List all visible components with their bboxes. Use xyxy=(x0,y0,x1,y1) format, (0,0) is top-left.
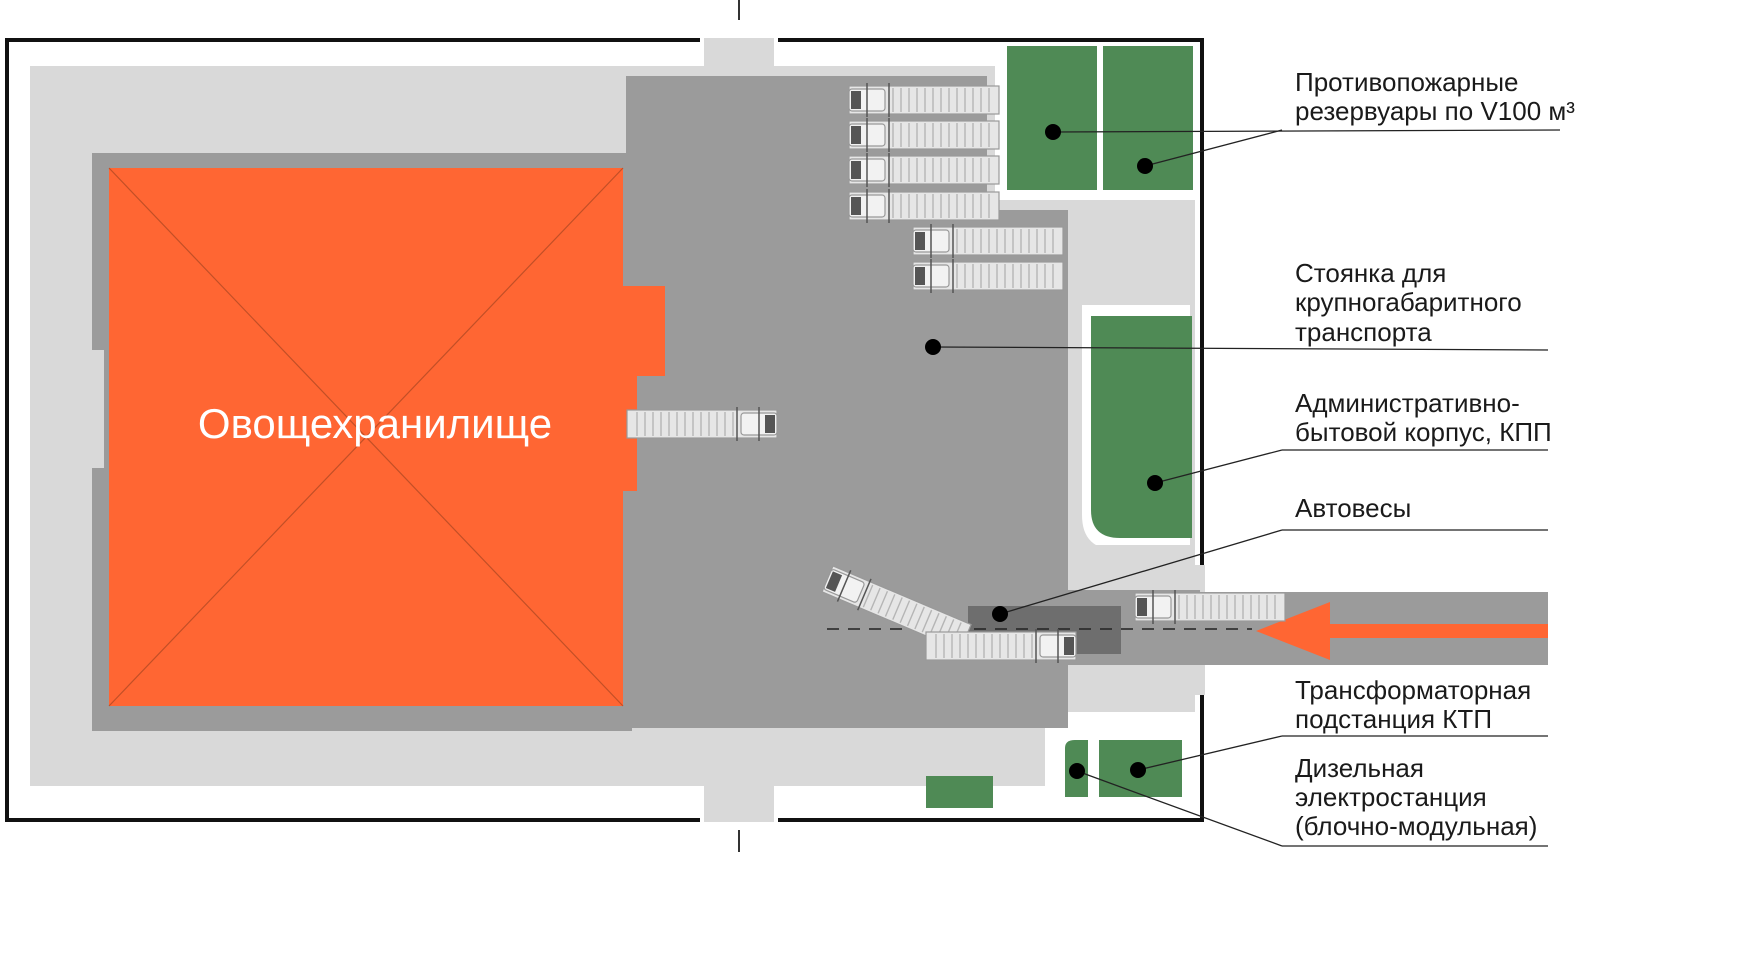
arrow-left-icon xyxy=(1256,602,1548,660)
svg-text:бытовой корпус, КПП: бытовой корпус, КПП xyxy=(1295,417,1552,447)
label-fire-tanks: Противопожарные резервуары по V100 м³ xyxy=(1295,67,1575,126)
label-scales: Автовесы xyxy=(1295,493,1411,523)
svg-text:(блочно-модульная): (блочно-модульная) xyxy=(1295,811,1537,841)
svg-text:Дизельная: Дизельная xyxy=(1295,753,1424,783)
svg-text:Трансформаторная: Трансформаторная xyxy=(1295,675,1531,705)
svg-text:Противопожарные: Противопожарные xyxy=(1295,67,1519,97)
site-fence xyxy=(5,38,1204,822)
admin-building xyxy=(1091,316,1192,538)
svg-text:крупногабаритного: крупногабаритного xyxy=(1295,287,1522,317)
svg-text:Административно-: Административно- xyxy=(1295,388,1520,418)
building-name: Овощехранилище xyxy=(198,400,552,447)
vegetable-storage xyxy=(109,168,665,706)
svg-text:Стоянка для: Стоянка для xyxy=(1295,258,1446,288)
label-transformer: Трансформаторная подстанция КТП xyxy=(1295,675,1531,734)
svg-text:подстанция КТП: подстанция КТП xyxy=(1295,704,1492,734)
svg-text:резервуары по V100 м³: резервуары по V100 м³ xyxy=(1295,96,1575,126)
label-diesel: Дизельная электростанция (блочно-модульн… xyxy=(1295,753,1537,841)
svg-text:транспорта: транспорта xyxy=(1295,317,1432,347)
fire-tank-1 xyxy=(1007,46,1097,190)
svg-text:Автовесы: Автовесы xyxy=(1295,493,1411,523)
green-block xyxy=(926,776,993,808)
svg-text:электростанция: электростанция xyxy=(1295,782,1487,812)
label-admin: Административно- бытовой корпус, КПП xyxy=(1295,388,1552,447)
label-parking: Стоянка для крупногабаритного транспорта xyxy=(1295,258,1522,347)
